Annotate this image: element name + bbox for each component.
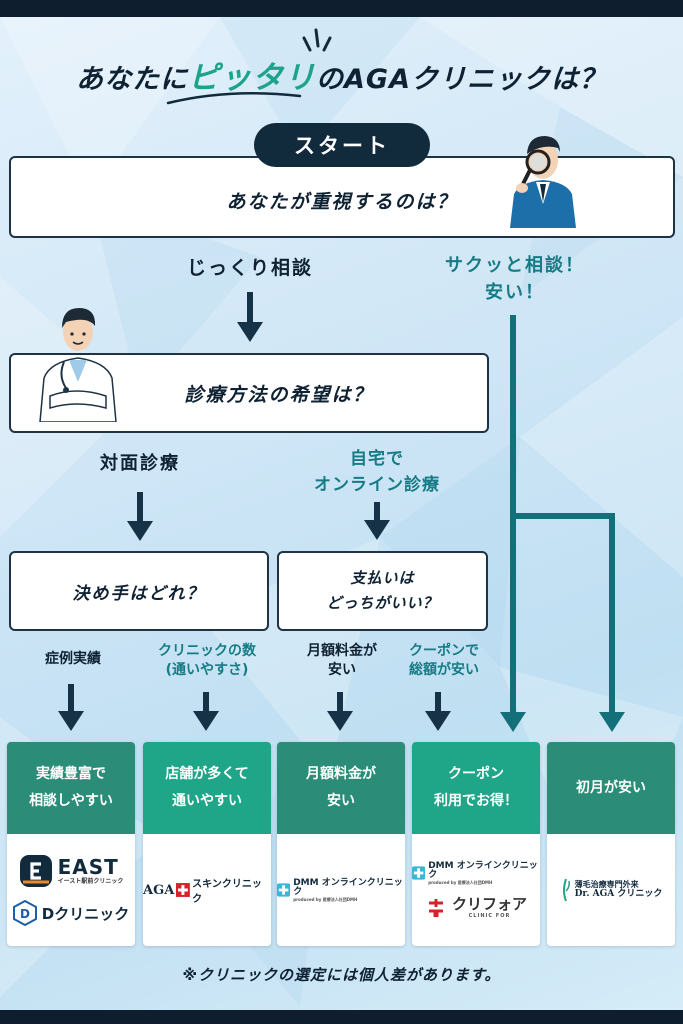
option-online-line2: オンライン診療 <box>314 474 440 495</box>
result-card-head: 実績豊富で相談しやすい <box>7 742 135 834</box>
question-priority-text: あなたが重視するのは？ <box>226 190 458 213</box>
title-spark-1 <box>302 36 312 52</box>
aga-logo-right: スキンクリニック <box>192 879 262 905</box>
title-underline-swoosh <box>166 91 302 105</box>
logo-dr-aga[interactable]: 薄毛治療専門外来 Dr. AGA クリニック <box>560 877 663 903</box>
title-prefix: あなたに <box>76 64 189 95</box>
option-monthly-fee: 月額料金が 安い <box>290 642 394 680</box>
page-title: あなたにピッタリのAGAクリニックは？ <box>0 52 683 97</box>
aga-logo-left: AGA <box>143 882 175 898</box>
option-case-record: 症例実績 <box>18 650 128 669</box>
dr-aga-logo-top: 薄毛治療専門外来 <box>574 880 639 890</box>
result-card-logos: DMM オンラインクリニック produced by 医療法人社団DMH <box>277 834 405 946</box>
d-clinic-logo-name: Dクリニック <box>41 904 130 923</box>
result-card-track-record[interactable]: 実績豊富で相談しやすい EAST イースト駅前クリニック D Dクリニック <box>7 742 135 946</box>
svg-text:D: D <box>20 907 30 921</box>
result-card-logos: 薄毛治療専門外来 Dr. AGA クリニック <box>547 834 675 946</box>
option-coupon-line1: クーポンで <box>409 643 479 659</box>
card-head-line2: 利用でお得！ <box>434 793 518 809</box>
logo-aga-skin-clinic[interactable]: AGA スキンクリニック <box>143 875 271 905</box>
cross-icon <box>176 883 191 897</box>
dmm-logo-name: DMM オンラインクリニック <box>428 860 538 880</box>
option-clinic-count-line2: (通いやすさ) <box>165 661 249 678</box>
clinic-for-logo-icon <box>428 898 443 917</box>
option-in-person: 対面診療 <box>60 452 220 476</box>
east-logo-sub: イースト駅前クリニック <box>57 878 124 885</box>
option-quick-line1: サクッと相談！ <box>445 255 585 276</box>
card-head-line1: 月額料金が <box>306 766 376 783</box>
clinic-for-logo-sub: CLINIC FOR <box>468 912 511 919</box>
east-logo-icon <box>19 855 52 887</box>
option-quick-consult: サクッと相談！ 安い！ <box>420 252 610 306</box>
result-card-first-month[interactable]: 初月が安い 薄毛治療専門外来 Dr. AGA クリニック <box>547 742 675 946</box>
result-card-logos: DMM オンラインクリニック produced by 医療法人社団DMH クリフ… <box>412 834 540 946</box>
dmm-logo-sub: produced by 医療法人社団DMH <box>293 896 358 902</box>
logo-dmm-online[interactable]: DMM オンラインクリニック produced by 医療法人社団DMH <box>412 860 540 885</box>
option-clinic-count-line1: クリニックの数 <box>158 643 256 659</box>
card-head-line1: 初月が安い <box>576 779 646 796</box>
logo-dmm-online[interactable]: DMM オンラインクリニック produced by 医療法人社団DMH <box>277 877 405 902</box>
card-head-line2: 通いやすい <box>172 793 242 809</box>
dmm-logo-icon <box>277 883 291 897</box>
title-decoration <box>166 28 332 105</box>
card-head-line1: 実績豊富で <box>36 766 106 783</box>
dmm-logo-icon <box>412 866 426 880</box>
option-careful-consult: じっくり相談 <box>150 256 350 282</box>
question-method-text: 診療方法の希望は？ <box>184 383 374 406</box>
start-badge: スタート <box>254 123 430 167</box>
footnote: ※クリニックの選定には個人差があります。 <box>182 966 501 984</box>
clinic-for-logo-name: クリフォア <box>451 894 527 913</box>
question-decider-text: 決め手はどれ？ <box>72 583 206 604</box>
card-head-line1: 店舗が多くて <box>165 766 249 783</box>
dmm-logo-sub: produced by 医療法人社団DMH <box>428 879 493 885</box>
option-clinic-count: クリニックの数 (通いやすさ) <box>140 642 274 680</box>
result-card-head: 月額料金が安い <box>277 742 405 834</box>
logo-east[interactable]: EAST イースト駅前クリニック <box>19 854 124 888</box>
logo-d-clinic[interactable]: D Dクリニック <box>12 900 130 926</box>
option-monthly-line2: 安い <box>328 661 356 678</box>
detective-person-icon <box>510 136 576 228</box>
option-coupon-line2: 総額が安い <box>409 661 479 678</box>
result-card-head: 初月が安い <box>547 742 675 834</box>
option-case-record-text: 症例実績 <box>45 651 101 667</box>
result-card-coupon[interactable]: クーポン利用でお得！ DMM オンラインクリニック produced by 医療… <box>412 742 540 946</box>
question-decider-box: 決め手はどれ？ <box>9 551 269 631</box>
option-quick-line2: 安い！ <box>485 282 545 303</box>
result-card-logos: EAST イースト駅前クリニック D Dクリニック <box>7 834 135 946</box>
title-accent: ピッタリ <box>188 60 317 96</box>
card-head-line1: クーポン <box>448 766 504 783</box>
result-card-logos: AGA スキンクリニック <box>143 834 271 946</box>
option-online-line1: 自宅で <box>350 449 404 469</box>
result-card-head: クーポン利用でお得！ <box>412 742 540 834</box>
dr-aga-logo-icon <box>562 878 570 902</box>
top-bar <box>0 0 683 17</box>
question-payment-box: 支払いは どっちがいい？ <box>277 551 488 631</box>
dmm-logo-name: DMM オンラインクリニック <box>293 877 403 897</box>
option-monthly-line1: 月額料金が <box>307 643 377 659</box>
question-payment-line1: 支払いは <box>350 568 415 587</box>
title-suffix: のAGAクリニックは？ <box>316 64 607 95</box>
question-payment-line2: どっちがいい？ <box>326 594 439 612</box>
option-coupon: クーポンで 総額が安い <box>392 642 496 680</box>
result-card-access[interactable]: 店舗が多くて通いやすい AGA スキンクリニック <box>143 742 271 946</box>
east-logo-name: EAST <box>57 855 119 879</box>
result-card-head: 店舗が多くて通いやすい <box>143 742 271 834</box>
title-spark-2 <box>314 28 320 48</box>
result-card-monthly[interactable]: 月額料金が安い DMM オンラインクリニック produced by 医療法人社… <box>277 742 405 946</box>
option-careful-consult-text: じっくり相談 <box>186 257 313 279</box>
logo-clinic-for[interactable]: クリフォア CLINIC FOR <box>425 894 527 919</box>
title-spark-3 <box>322 36 332 52</box>
card-head-line2: 相談しやすい <box>29 793 113 809</box>
option-in-person-text: 対面診療 <box>100 453 180 474</box>
bottom-bar <box>0 1010 683 1024</box>
d-clinic-logo-icon: D <box>12 900 37 926</box>
doctor-person-icon <box>39 308 117 422</box>
dr-aga-logo-name: Dr. AGA クリニック <box>574 889 663 900</box>
option-online: 自宅で オンライン診療 <box>282 447 472 498</box>
card-head-line2: 安い <box>327 793 355 809</box>
